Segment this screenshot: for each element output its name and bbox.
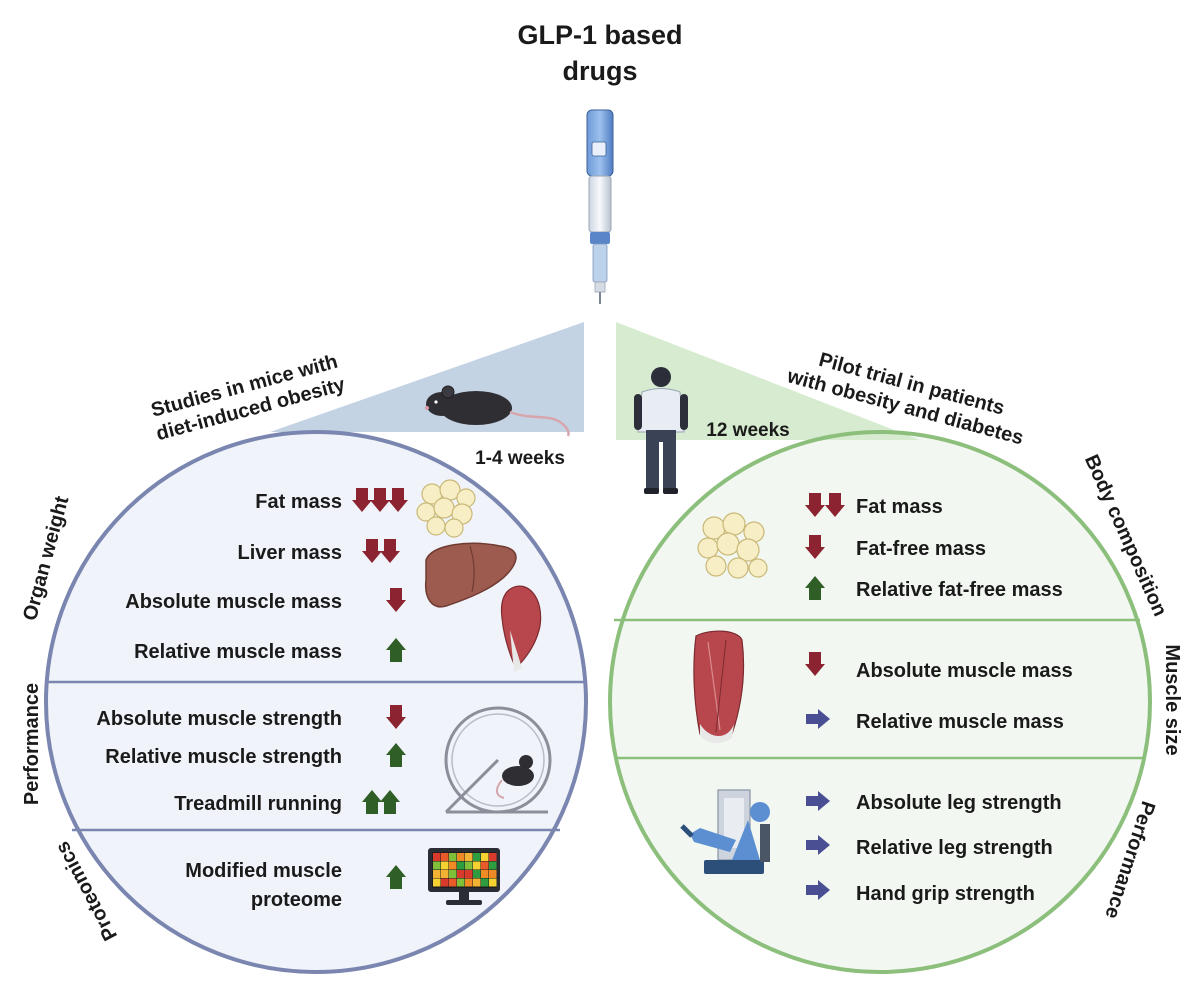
right-arrow-down-0-0-0 [805,493,825,517]
left-arrow-down-1-0-0 [386,705,406,729]
right-item-fat-mass: Fat mass [856,496,943,518]
heatmap-cell [473,870,481,878]
left-duration: 1-4 weeks [475,448,565,469]
heatmap-cell [473,878,481,887]
right-arrow-down-0-1-0 [805,535,825,559]
right-arrow-neutral-2-0-0 [806,791,830,811]
heatmap-cell [481,878,489,887]
right-item-absolute-leg-strength: Absolute leg strength [856,792,1062,814]
left-item-modified-muscle-proteome-line-2: proteome [251,889,342,911]
heatmap-cell [433,853,441,861]
heatmap-cell [433,878,441,887]
heatmap-cell [433,861,441,870]
heatmap-cell [441,870,449,878]
left-item-absolute-muscle-mass: Absolute muscle mass [125,591,342,613]
right-item-absolute-muscle-mass: Absolute muscle mass [856,660,1073,682]
left-arrow-down-0-0-1 [370,488,390,512]
heatmap-cell [465,853,473,861]
right-item-fat-free-mass: Fat-free mass [856,538,986,560]
right-arrow-neutral-1-1-0 [806,709,830,729]
heatmap-cell [441,861,449,870]
right-wedge [616,322,920,440]
heatmap-cell [481,870,489,878]
heatmap-cell [457,878,465,887]
muscle-icon [500,585,542,672]
left-arrow-down-0-0-2 [388,488,408,512]
right-arrow-down-0-0-1 [825,493,845,517]
person-icon [634,367,688,494]
left-item-modified-muscle-proteome-line-1: Modified muscle [185,860,342,882]
heatmap-cell [433,870,441,878]
heatmap-cell [489,853,497,861]
heatmap-cell [441,878,449,887]
heatmap-cell [473,853,481,861]
left-arrow-up-1-2-0 [362,790,382,814]
right-arrow-neutral-2-2-0 [806,880,830,900]
right-duration: 12 weeks [706,420,789,441]
left-arrow-up-0-3-0 [386,638,406,662]
thigh-muscle-icon [693,630,745,744]
left-arrow-up-2-0-0 [386,865,406,889]
left-arrow-down-0-0-0 [352,488,372,512]
heatmap-cell [457,861,465,870]
right-item-hand-grip-strength: Hand grip strength [856,883,1035,905]
heatmap-cell [465,878,473,887]
heatmap-cell [457,870,465,878]
right-arrow-down-1-0-0 [805,652,825,676]
heatmap-cell [449,878,457,887]
left-item-absolute-muscle-strength: Absolute muscle strength [96,708,342,730]
left-arrow-down-0-1-1 [380,539,400,563]
right-circle-border [608,430,1152,974]
heatmap-cell [489,878,497,887]
heatmap-cell [449,861,457,870]
heatmap-cell [481,853,489,861]
title-line-2: drugs [562,56,637,86]
left-item-liver-mass: Liver mass [237,542,342,564]
left-arrow-up-1-1-0 [386,743,406,767]
left-section-label-performance: Performance [21,683,43,805]
right-item-relative-muscle-mass: Relative muscle mass [856,711,1064,733]
left-circle-border [44,430,588,974]
right-section-label-muscle-size: Muscle size [1161,644,1183,755]
left-item-fat-mass: Fat mass [255,491,342,513]
heatmap-cell [489,870,497,878]
left-item-treadmill-running: Treadmill running [174,793,342,815]
injection-pen-icon [586,109,614,304]
fat-cells-icon [697,512,768,579]
title-line-1: GLP-1 based [517,20,682,50]
arrow-markers [352,488,845,900]
right-item-relative-fat-free-mass: Relative fat-free mass [856,579,1063,601]
left-arrow-down-0-2-0 [386,588,406,612]
heatmap-cell [489,861,497,870]
heatmap-cell [465,870,473,878]
proteome-heatmap-monitor-icon [428,848,500,905]
left-arrow-down-0-1-0 [362,539,382,563]
heatmap-cell [449,870,457,878]
left-item-relative-muscle-strength: Relative muscle strength [105,746,342,768]
heatmap-cell [465,861,473,870]
heatmap-cell [481,861,489,870]
mouse-icon [425,385,570,437]
liver-icon [424,542,517,608]
right-item-relative-leg-strength: Relative leg strength [856,837,1053,859]
fat-cells-icon [416,479,476,538]
leg-press-machine-icon [680,789,770,874]
left-item-relative-muscle-mass: Relative muscle mass [134,641,342,663]
right-arrow-neutral-2-1-0 [806,835,830,855]
right-arrow-up-0-2-0 [805,576,825,600]
heatmap-cell [449,853,457,861]
heatmap-cell [473,861,481,870]
left-arrow-up-1-2-1 [380,790,400,814]
running-wheel-icon [444,706,552,814]
heatmap-cell [441,853,449,861]
heatmap-cell [457,853,465,861]
